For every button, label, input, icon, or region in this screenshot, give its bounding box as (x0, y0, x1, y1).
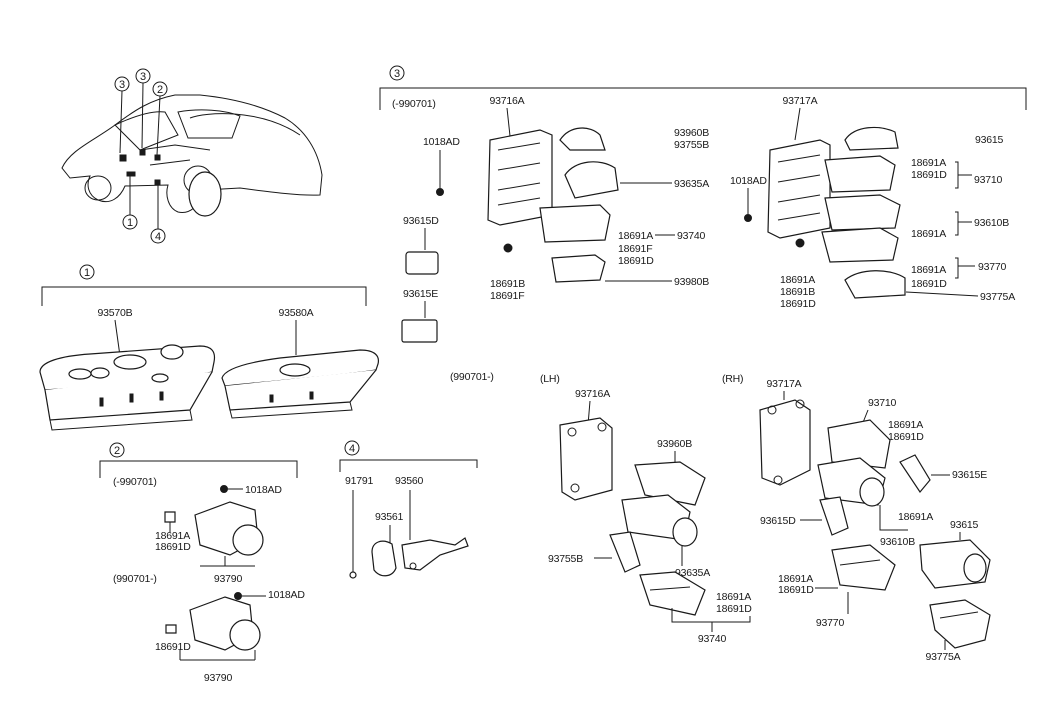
lh-bracket: 93716A (575, 388, 610, 400)
callout-4: 4 (155, 231, 161, 243)
rh-f2: 18691D (778, 584, 814, 596)
callout-1: 1 (127, 217, 133, 229)
group-2-clip-bottom: 18691D (155, 641, 191, 653)
lh-d2: 18691D (716, 603, 752, 615)
right-r2c: 93710 (974, 174, 1003, 186)
right-r6: 93775A (980, 291, 1015, 303)
callout-3b: 3 (140, 71, 146, 83)
rh-a: 93710 (868, 397, 897, 409)
car-callouts: 3 3 2 1 4 (114, 68, 168, 244)
right-r3b: 93610B (974, 217, 1009, 229)
left-p1: 93615D (403, 215, 439, 227)
callout-2: 2 (157, 84, 163, 96)
right-r2a: 18691A (911, 157, 946, 169)
rh-f1: 18691A (778, 573, 813, 585)
rh-g: 93770 (816, 617, 845, 629)
part-93580A: 93580A (278, 307, 313, 319)
part-93561: 93561 (375, 511, 404, 523)
part-91791: 91791 (345, 475, 374, 487)
left-bracket: 93716A (489, 95, 524, 107)
left-c5b: 18691D (618, 255, 654, 267)
group-2-index: 2 (114, 445, 120, 457)
rh-d2: 93610B (880, 536, 915, 548)
group-3-index: 3 (394, 68, 400, 80)
group-2-clip-top-a: 18691A (155, 530, 190, 542)
lh-a: 93960B (657, 438, 692, 450)
group-2-switch-bottom: 93790 (204, 672, 233, 684)
right-r3a: 18691A (911, 228, 946, 240)
rh-b: 93615E (952, 469, 987, 481)
group-2-late-range: (990701-) (113, 573, 157, 585)
left-c1: 93960B (674, 127, 709, 139)
callout-3a: 3 (119, 79, 125, 91)
group-3-late-range: (990701-) (450, 371, 494, 383)
left-p2: 93615E (403, 288, 438, 300)
right-bracket: 93717A (782, 95, 817, 107)
rh-side: (RH) (722, 373, 743, 385)
right-r1: 93615 (975, 134, 1004, 146)
left-c2: 93755B (674, 139, 709, 151)
left-c6: 93980B (674, 276, 709, 288)
right-r5b: 18691B (780, 286, 815, 298)
right-r4b: 18691D (911, 278, 947, 290)
right-r4a: 18691A (911, 264, 946, 276)
car-outline (61, 94, 323, 217)
lh-c: 93635A (675, 567, 710, 579)
part-93570B: 93570B (97, 307, 132, 319)
right-r4c: 93770 (978, 261, 1007, 273)
part-93560: 93560 (395, 475, 424, 487)
rh-h: 93775A (925, 651, 960, 663)
left-c5a: 18691F (618, 243, 652, 255)
rh-bracket: 93717A (766, 378, 801, 390)
group-2-early-range: (-990701) (113, 476, 157, 488)
right-r5c: 18691D (780, 298, 816, 310)
lh-b: 93755B (548, 553, 583, 565)
rh-a1: 18691A (888, 419, 923, 431)
lh-e: 93740 (698, 633, 727, 645)
right-r2b: 18691D (911, 169, 947, 181)
left-c4b: 93740 (677, 230, 706, 242)
lh-side: (LH) (540, 373, 560, 385)
group-2: 2 (-990701) 1018AD 18691A 18691D (990701… (99, 442, 306, 684)
rh-a2: 18691D (888, 431, 924, 443)
rh-d1: 18691A (898, 511, 933, 523)
lh-d1: 18691A (716, 591, 751, 603)
right-r5a: 18691A (780, 274, 815, 286)
group-2-clip-top-b: 18691D (155, 541, 191, 553)
left-c7b: 18691F (490, 290, 524, 302)
group-2-switch-top: 93790 (214, 573, 243, 585)
group-3-early-range: (-990701) (392, 98, 436, 110)
rh-e: 93615 (950, 519, 979, 531)
group-2-screw-bottom: 1018AD (268, 589, 305, 601)
group-4: 4 91791 93560 93561 (339, 440, 478, 579)
left-screw: 1018AD (423, 136, 460, 148)
left-c3: 93635A (674, 178, 709, 190)
right-screw: 1018AD (730, 175, 767, 187)
left-c4a: 18691A (618, 230, 653, 242)
rh-c: 93615D (760, 515, 796, 527)
group-1-index: 1 (84, 267, 90, 279)
group-3: 3 (-990701) 93716A 1018AD 93615D 93615E … (379, 65, 1027, 663)
group-4-index: 4 (349, 443, 355, 455)
group-2-screw-top: 1018AD (245, 484, 282, 496)
group-1: 1 93570B 93580A (39, 264, 380, 431)
left-c7a: 18691B (490, 278, 525, 290)
